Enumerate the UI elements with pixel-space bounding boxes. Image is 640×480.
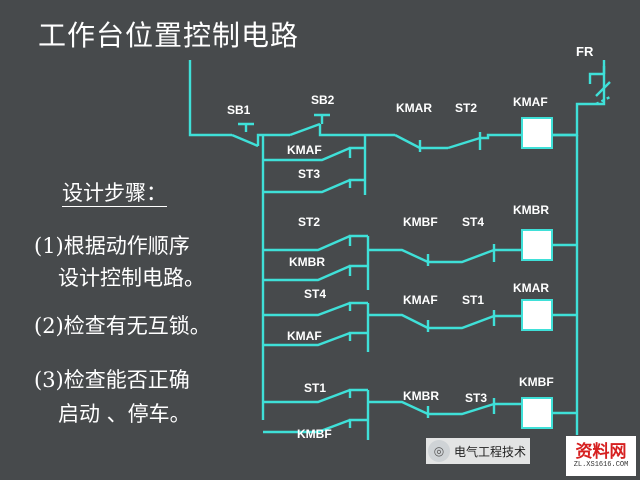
st2-nc-contact-row1 [447, 132, 482, 150]
kmbf-coil [521, 397, 553, 429]
watermark-text: 电气工程技术 [454, 444, 527, 459]
logo-sub-text: ZL.XS1616.COM [573, 460, 629, 469]
kmbr-hold-label: KMBR [289, 255, 325, 269]
kmbr-row4-label: KMBR [403, 389, 439, 403]
sb2-label: SB2 [311, 93, 335, 107]
kmbr-coil [521, 229, 553, 261]
step-3-line-2: 启动 、停车。 [58, 402, 191, 426]
kmbf-row2-label: KMBF [403, 215, 438, 229]
st3-hold-label: ST3 [298, 167, 320, 181]
kmar-coil-label: KMAR [513, 281, 549, 295]
fr-label: FR [576, 44, 594, 59]
st2-row1-label: ST2 [455, 101, 477, 115]
steps-heading: 设计步骤： [62, 181, 167, 207]
left-supply-wire [188, 60, 232, 137]
kmbf-coil-label: KMBF [519, 375, 554, 389]
right-top-wire [552, 60, 606, 137]
sb2-contact [289, 113, 330, 137]
kmbf-hold-label: KMBF [297, 427, 332, 441]
watermark: ◎ 电气工程技术 [426, 438, 531, 464]
site-logo: 资料网 ZL.XS1616.COM [566, 436, 636, 476]
st1-row4-label: ST1 [304, 381, 326, 395]
kmaf-row3-label: KMAF [403, 293, 438, 307]
kmar-row1-label: KMAR [396, 101, 432, 115]
st4-row3-label: ST4 [304, 287, 326, 301]
kmaf-row3-hold-label: KMAF [287, 329, 322, 343]
kmbr-coil-label: KMBR [513, 203, 549, 217]
step-3-line-1: (3)检查能否正确 [34, 368, 190, 392]
page-title: 工作台位置控制电路 [38, 19, 300, 52]
kmaf-coil [521, 117, 553, 149]
step-2: (2)检查有无互锁。 [34, 314, 211, 338]
kmar-nc-contact-row1 [394, 133, 422, 152]
sb1-label: SB1 [227, 103, 251, 117]
logo-main-text: 资料网 [575, 441, 627, 462]
step-1-line-1: (1)根据动作顺序 [34, 234, 190, 258]
fr-contact [588, 66, 613, 106]
kmaf-hold-label: KMAF [287, 143, 322, 157]
sb1-contact [231, 122, 259, 148]
kmar-coil [521, 299, 553, 331]
wechat-icon: ◎ [428, 440, 450, 462]
st2-row2-label: ST2 [298, 215, 320, 229]
st1-row3-label: ST1 [462, 293, 484, 307]
st4-row2-label: ST4 [462, 215, 484, 229]
step-1-line-2: 设计控制电路。 [58, 266, 205, 290]
kmaf-coil-label: KMAF [513, 95, 548, 109]
st3-row4-label: ST3 [465, 391, 487, 405]
